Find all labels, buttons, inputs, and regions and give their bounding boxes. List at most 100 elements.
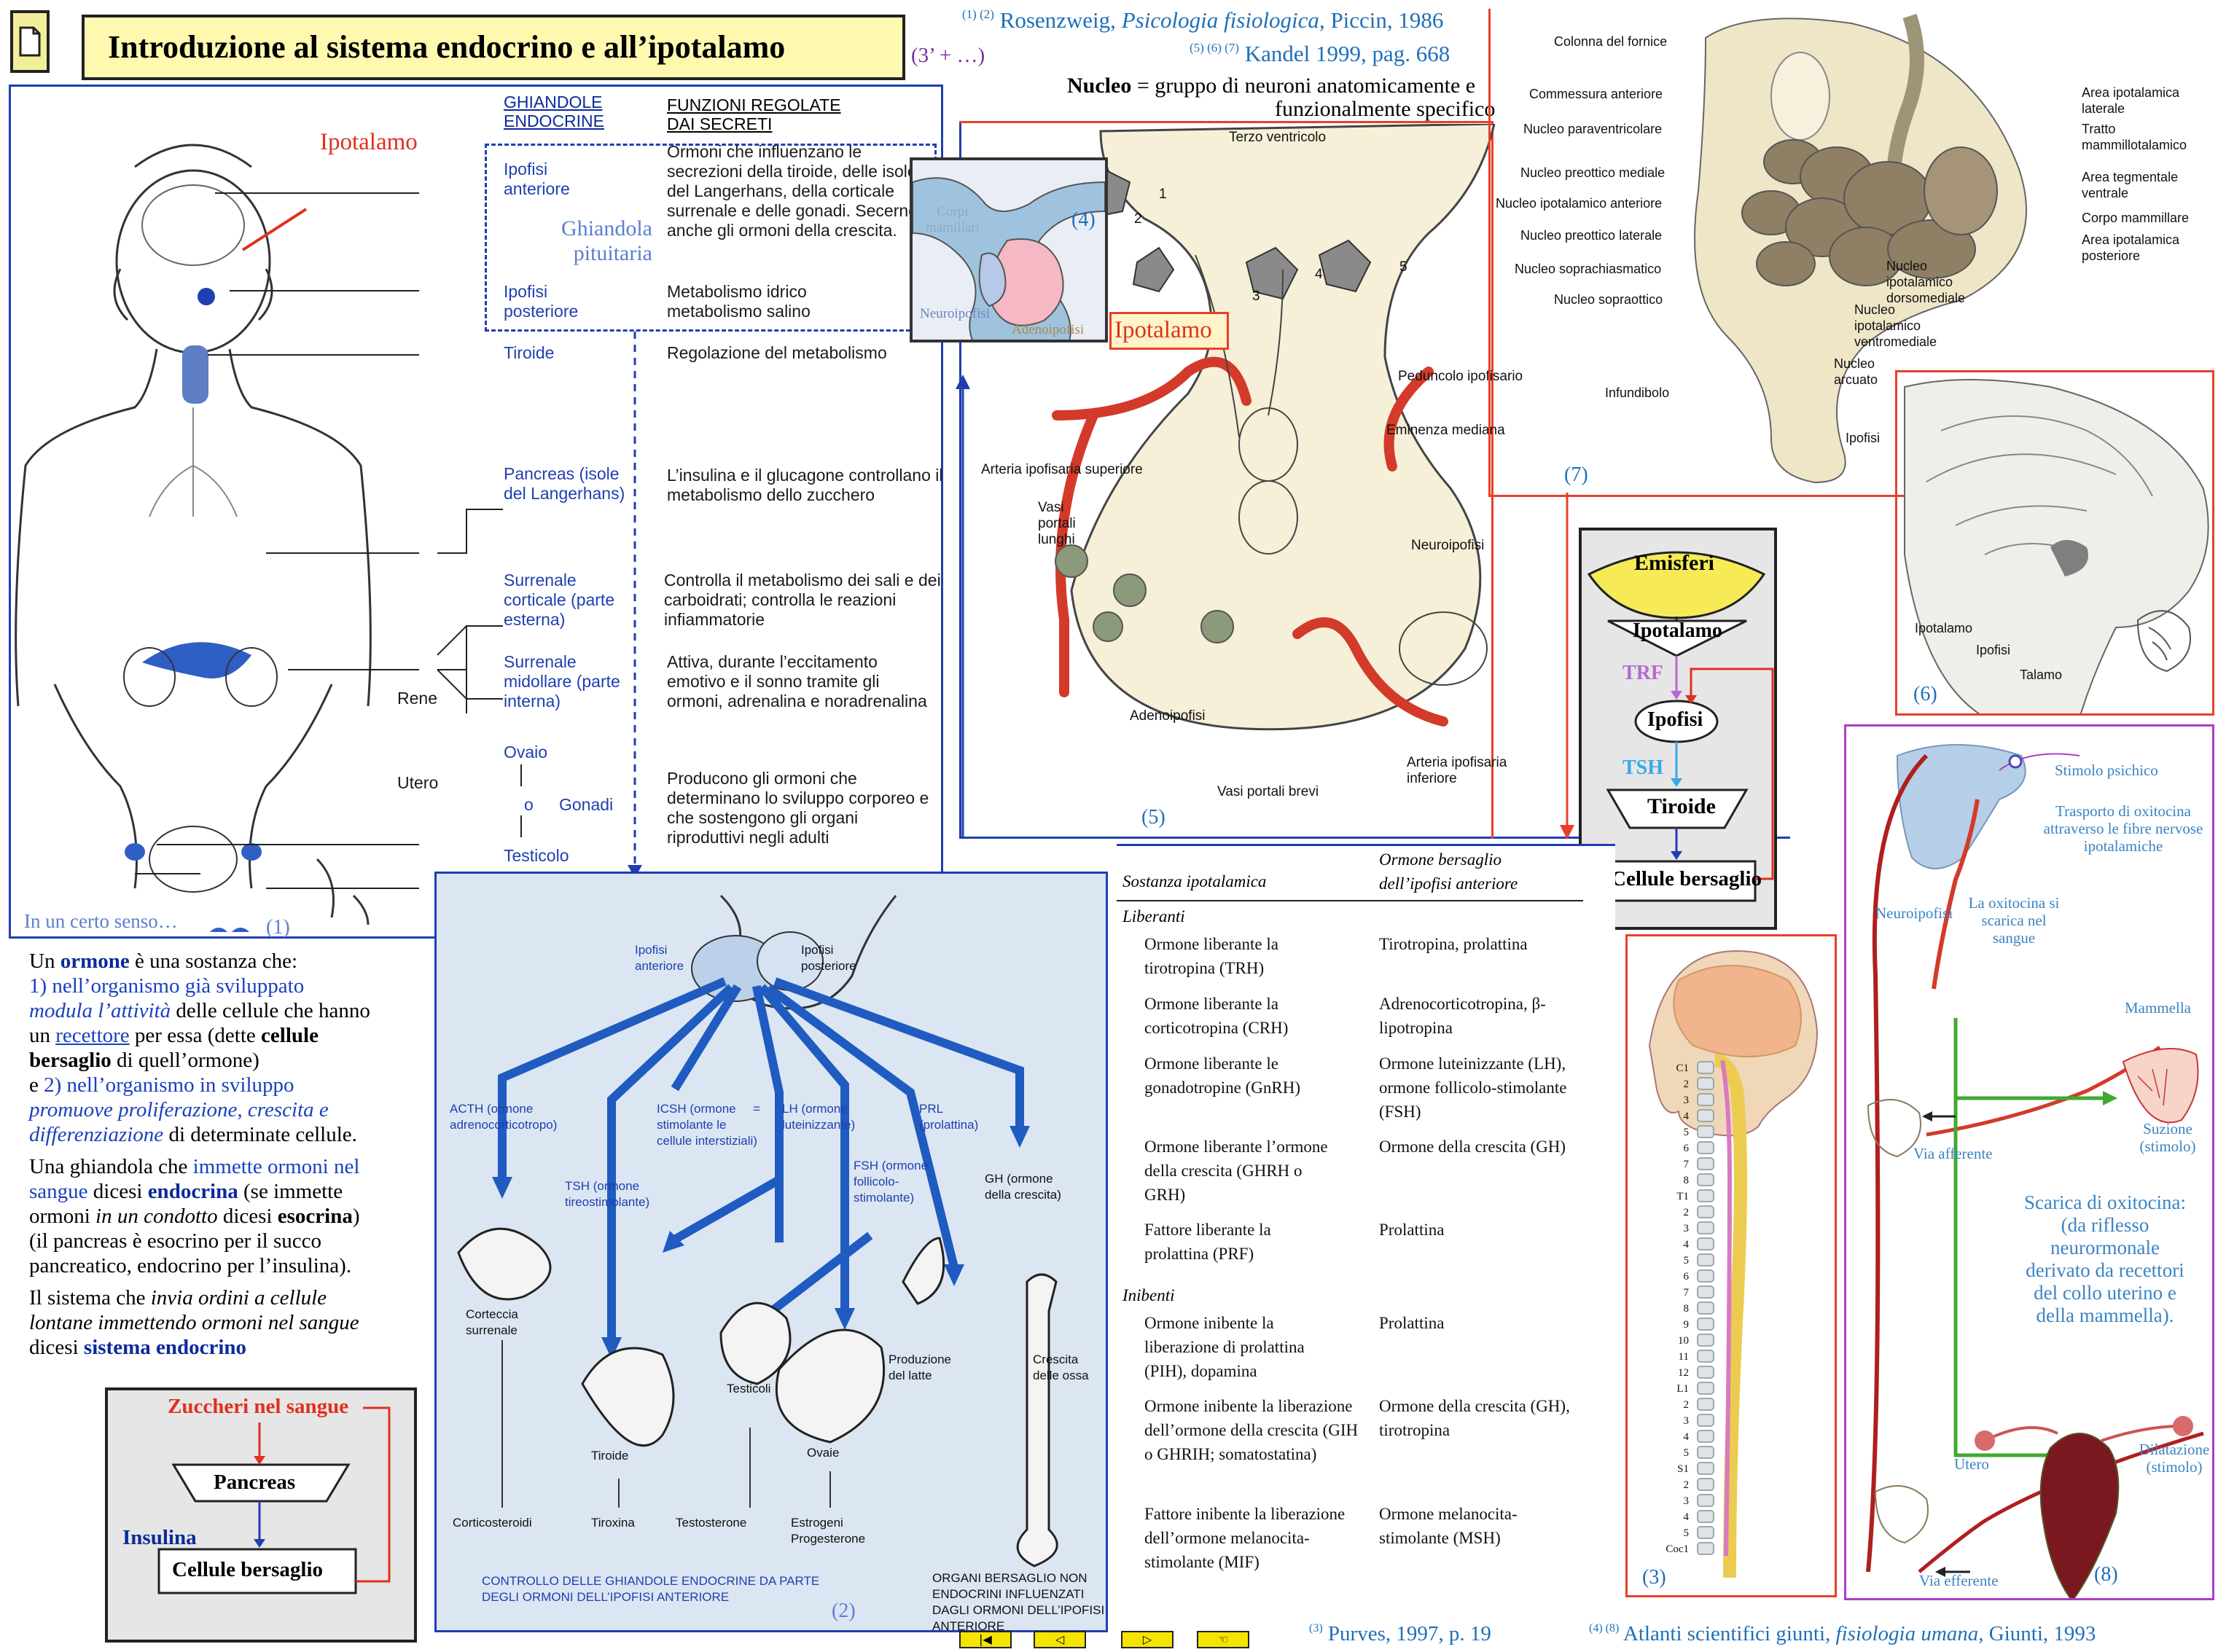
panel-number: (1) xyxy=(266,916,290,939)
p2-acth: ACTH (ormone adrenocorticotropo) xyxy=(450,1102,558,1132)
vertebra-label: 3 xyxy=(1683,1415,1690,1427)
vertebra-shape xyxy=(1697,1462,1714,1475)
duration-note: (3’ + …) xyxy=(911,44,985,67)
vertebra-label: T1 xyxy=(1676,1191,1689,1202)
p2-ipofisi-anteriore: Ipofisi anteriore xyxy=(635,943,684,973)
vertebra-shape xyxy=(1697,1189,1714,1202)
flow-label-insulina: Insulina xyxy=(122,1526,197,1549)
p7-inner-0: Nucleo ipotalamico dorsomediale xyxy=(1886,259,1966,305)
ref-author: Rosenzweig, xyxy=(999,7,1122,33)
vertebra-shape xyxy=(1697,1350,1714,1363)
ref-text: Atlanti scientifici giunti, xyxy=(1623,1622,1836,1645)
first-page-icon: |◀ xyxy=(979,1632,992,1646)
vertebra-shape xyxy=(1697,1061,1714,1074)
panel-brain-section: Ipotalamo Ipofisi Talamo (6) xyxy=(1895,370,2214,745)
p7-left-4: Nucleo ipotalamico anteriore xyxy=(1496,196,1663,211)
spine-drawing xyxy=(1648,950,1819,1578)
p5-peduncolo: Peduncolo ipofisario xyxy=(1398,369,1523,384)
vertebra-shape xyxy=(1697,1478,1714,1491)
vertebra-label: 5 xyxy=(1683,1255,1690,1267)
home-button[interactable]: ☜ xyxy=(1197,1631,1249,1648)
text-line: promuove proliferazione, crescita e xyxy=(29,1098,329,1121)
p5-n3: 3 xyxy=(1252,289,1260,304)
nuclei-drawing xyxy=(1694,13,2027,484)
vertebra-label: C1 xyxy=(1676,1062,1689,1074)
p6-ipofisi: Ipofisi xyxy=(1976,643,2011,657)
vertebra-label: S1 xyxy=(1677,1463,1689,1475)
p4-neuro: Neuroipofisi xyxy=(920,306,991,321)
first-page-button[interactable]: |◀ xyxy=(959,1631,1012,1648)
p7-right-3: Corpo mammillare xyxy=(2082,211,2190,225)
text-line: Il sistema che invia ordini a cellule xyxy=(29,1286,327,1310)
text-line: lontane immettendo ormoni nel sangue xyxy=(29,1311,359,1334)
p7-inner-2: Nucleo arcuato xyxy=(1834,356,1878,387)
panel-number-5: (5) xyxy=(1141,806,1165,829)
row-1-right: Adrenocorticotropina, β-lipotropina xyxy=(1379,995,1546,1037)
p8-scarica: Scarica di oxitocina: (da riflesso neuro… xyxy=(2024,1191,2186,1326)
vertebra-shape xyxy=(1697,1253,1714,1267)
vertebra-label: 4 xyxy=(1683,1111,1690,1122)
flow-ipotalamo: Ipotalamo xyxy=(1633,619,1722,642)
p2-icsh: ICSH (ormone stimolante le cellule inter… xyxy=(657,1102,757,1148)
vertebra-shape xyxy=(1697,1382,1714,1395)
p2-ipofisi-posteriore: Ipofisi posteriore xyxy=(801,943,856,973)
panel-oxytocin-reflex: Stimolo psichico Trasporto di oxitocina … xyxy=(1844,724,2214,1600)
vertebra-shape xyxy=(1697,1285,1714,1299)
p2-caption: CONTROLLO DELLE GHIANDOLE ENDOCRINE DA P… xyxy=(482,1574,820,1604)
flow-trf: TRF xyxy=(1623,662,1663,684)
link-arrow-7 xyxy=(1560,493,1574,839)
p8-stimolo: Stimolo psichico xyxy=(2055,762,2158,779)
vertebra-shape xyxy=(1697,1510,1714,1523)
hypophysis-drawing xyxy=(1048,124,1496,731)
flow-target: Cellule bersaglio xyxy=(1611,867,1762,890)
vertebra-shape xyxy=(1697,1366,1714,1379)
text-line: modula l’attività delle cellule che hann… xyxy=(29,999,370,1022)
gland-ipofisi-posteriore: Ipofisi posteriore xyxy=(504,282,579,321)
next-page-icon: ▷ xyxy=(1142,1632,1152,1646)
table-head-left: Sostanza ipotalamica xyxy=(1122,872,1267,890)
p5-n4: 4 xyxy=(1315,267,1323,282)
vertebra-label: 2 xyxy=(1683,1479,1690,1491)
pituitary-dot xyxy=(198,288,215,305)
brain-drawing xyxy=(1904,379,2209,745)
p2-ossa: Crescita delle ossa xyxy=(1033,1352,1089,1382)
row-4-right: Prolattina xyxy=(1379,1221,1445,1239)
p2-testosterone: Testosterone xyxy=(676,1516,747,1530)
prev-page-button[interactable]: ◁ xyxy=(1034,1631,1086,1648)
ref-book: Psicologia fisiologica xyxy=(1121,7,1319,33)
p5-vasi-lunghi: Vasi portali lunghi xyxy=(1038,500,1076,547)
p5-vasi-brevi: Vasi portali brevi xyxy=(1217,784,1319,799)
col-head-glands: GHIANDOLE ENDOCRINE xyxy=(504,93,605,130)
p2-tiroide: Tiroide xyxy=(591,1449,629,1463)
label-utero: Utero xyxy=(397,773,439,792)
reference-atlanti: (4) (8) Atlanti scientifici giunti, fisi… xyxy=(1589,1622,2096,1646)
document-icon[interactable] xyxy=(10,10,50,73)
row-1-left: Ormone liberante la corticotropina (CRH) xyxy=(1144,995,1289,1037)
panel-hypophysis-frame xyxy=(959,121,1790,839)
text-line: sangue dicesi endocrina (se immette xyxy=(29,1180,343,1203)
gland-surrenale-midollare: Surrenale midollare (parte interna) xyxy=(504,652,620,710)
pituitary-label: Ghiandola pituitaria xyxy=(561,216,652,265)
vertebra-shape xyxy=(1697,1173,1714,1186)
reference-kandel: (5) (6) (7) Kandel 1999, pag. 668 xyxy=(1190,41,1450,67)
p8-utero: Utero xyxy=(1954,1455,1989,1473)
nucleo-def-1: = gruppo di neuroni anatomicamente e xyxy=(1131,74,1476,98)
p8-via-efferente: Via efferente xyxy=(1919,1572,1999,1589)
flow-tsh: TSH xyxy=(1623,756,1664,779)
p4-corpi: Corpi mamillari xyxy=(926,204,980,235)
p5-arteria-inf: Arteria ipofisaria inferiore xyxy=(1407,755,1507,786)
label-ipotalamo: Ipotalamo xyxy=(320,129,418,155)
vertebra-shape xyxy=(1697,1446,1714,1459)
vertebra-label: 9 xyxy=(1683,1319,1690,1331)
gland-pancreas: Pancreas (isole del Langerhans) xyxy=(504,464,625,503)
p2-lh: LH (ormone luteinizzante) xyxy=(782,1102,856,1132)
next-page-button[interactable]: ▷ xyxy=(1121,1631,1174,1648)
text-line: Una ghiandola che immette ormoni nel xyxy=(29,1155,360,1178)
table-rule xyxy=(1117,900,1583,901)
vertebra-label: 3 xyxy=(1683,1495,1690,1507)
pituitary-control-diagram xyxy=(457,894,1058,1567)
ref-rest: , Piccin, 1986 xyxy=(1319,7,1444,33)
text-line: e 2) nell’organismo in sviluppo xyxy=(29,1073,294,1097)
vertebra-shape xyxy=(1697,1430,1714,1443)
p5-ipotalamo-box: Ipotalamo xyxy=(1109,312,1229,350)
